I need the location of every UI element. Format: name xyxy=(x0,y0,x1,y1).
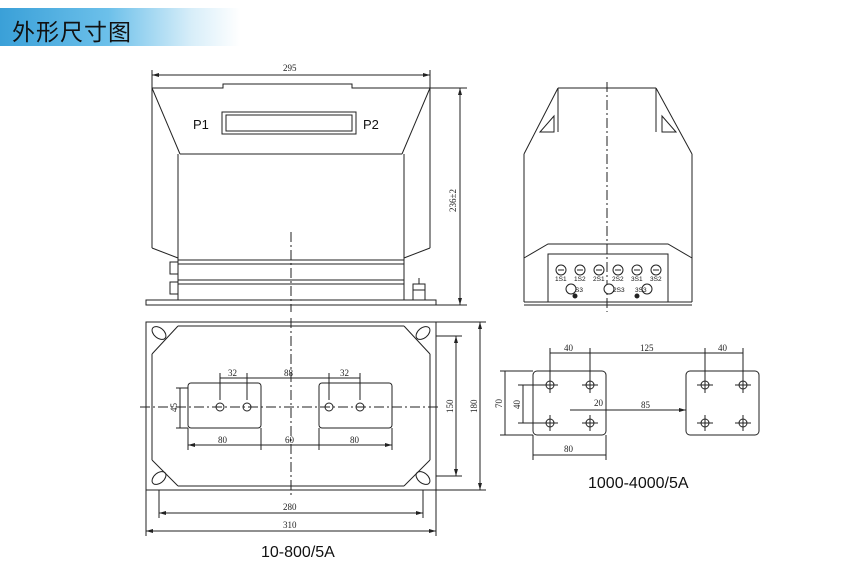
dim-40-right: 40 xyxy=(718,343,728,353)
terminal-label-p2: P2 xyxy=(363,117,379,132)
dim-150: 150 xyxy=(445,399,455,413)
dim-60: 60 xyxy=(285,435,295,445)
dim-70: 70 xyxy=(494,399,504,409)
terminal-3s1: 3S1 xyxy=(631,276,643,283)
dim-40-vertical: 40 xyxy=(512,400,522,410)
front-view xyxy=(145,70,467,312)
terminal-2s3: 2S3 xyxy=(613,287,625,294)
dim-height-236: 236±2 xyxy=(448,189,458,212)
side-view xyxy=(523,82,693,312)
caption-1000-4000: 1000-4000/5A xyxy=(588,475,689,492)
terminal-label-p1: P1 xyxy=(193,117,209,132)
terminal-3s2: 3S2 xyxy=(650,276,662,283)
dim-88: 88 xyxy=(284,368,294,378)
busbar-detail xyxy=(500,348,760,460)
dim-80-right: 80 xyxy=(350,435,360,445)
dim-180: 180 xyxy=(469,399,479,413)
dim-85: 85 xyxy=(641,400,651,410)
dim-80-busbar: 80 xyxy=(564,444,574,454)
terminal-2s1: 2S1 xyxy=(593,276,605,283)
dim-32-left: 32 xyxy=(228,368,237,378)
terminal-3s3: 3S3 xyxy=(635,287,647,294)
terminal-s3: S3 xyxy=(575,287,583,294)
terminal-1s2: 1S2 xyxy=(574,276,586,283)
caption-10-800: 10-800/5A xyxy=(261,544,335,561)
dim-32-right: 32 xyxy=(340,368,349,378)
terminal-1s1: 1S1 xyxy=(555,276,567,283)
dim-45: 45 xyxy=(169,403,179,413)
dim-width-295: 295 xyxy=(283,63,297,73)
dim-125: 125 xyxy=(640,343,654,353)
dim-40-left: 40 xyxy=(564,343,574,353)
section-title: 外形尺寸图 xyxy=(12,20,132,46)
section-header: 外形尺寸图 xyxy=(0,8,240,46)
terminal-2s2: 2S2 xyxy=(612,276,624,283)
dim-280: 280 xyxy=(283,502,297,512)
dim-20: 20 xyxy=(594,398,604,408)
dim-80-left: 80 xyxy=(218,435,228,445)
top-view xyxy=(140,318,486,536)
dim-310: 310 xyxy=(283,520,297,530)
